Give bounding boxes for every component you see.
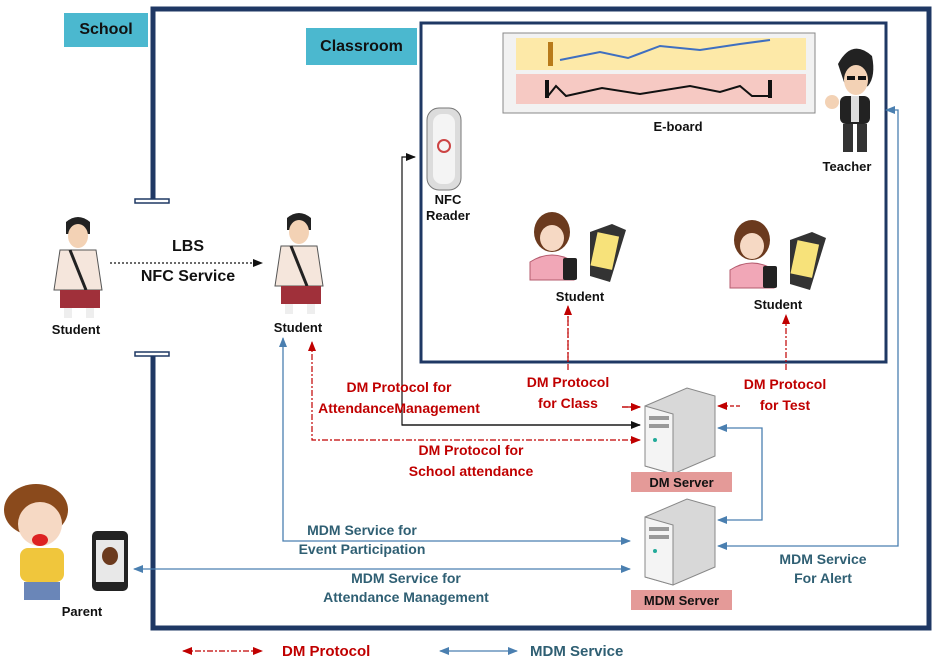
eboard-label: E-board [653,119,703,134]
dm-server-icon [644,387,716,475]
student-entering-icon [274,213,324,314]
dm-attendance-label: DM Protocol for AttendanceManagement [318,379,480,416]
dm-school-attendance-label: DM Protocol for School attendance [408,442,534,479]
student-class1-label: Student [555,289,605,304]
nfc-reader-icon [426,107,462,191]
student-entering-label: Student [273,320,323,335]
student-outside-label: Student [51,322,101,337]
dm-test-label: DM Protocol for Test [743,376,827,413]
mdm-event-label: MDM Service for Event Participation [298,522,426,557]
mdm-alert-link [717,106,899,550]
dm-server-tag: DM Server [631,472,732,492]
mdm-server-icon [644,498,716,586]
dm-class-label: DM Protocol for Class [526,374,610,411]
parent-label: Parent [61,604,103,619]
parent-phone-icon [92,531,128,591]
student-class1-icon [529,212,626,282]
nfc-service-label: NFC Service [140,268,236,285]
student-class2-icon [729,220,826,290]
teacher-label: Teacher [822,159,872,174]
nfc-reader-label: NFC Reader [425,192,471,223]
student-outside-icon [53,217,103,318]
school-tag: School [64,13,148,47]
eboard-icon [502,32,816,114]
parent-icon [4,484,68,600]
mdm-attendance-label: MDM Service for Attendance Management [323,570,489,605]
mdm-alert-label: MDM Service For Alert [779,551,867,586]
lbs-label: LBS [172,238,204,255]
classroom-tag: Classroom [306,28,417,65]
student-class2-label: Student [753,297,803,312]
mdm-event-link [279,337,631,545]
legend-mdm-label: MDM Service [530,643,624,660]
legend-dm-label: DM Protocol [282,643,371,660]
teacher-icon [825,48,874,152]
school-boundary [134,6,932,631]
mdm-server-tag: MDM Server [631,590,732,610]
